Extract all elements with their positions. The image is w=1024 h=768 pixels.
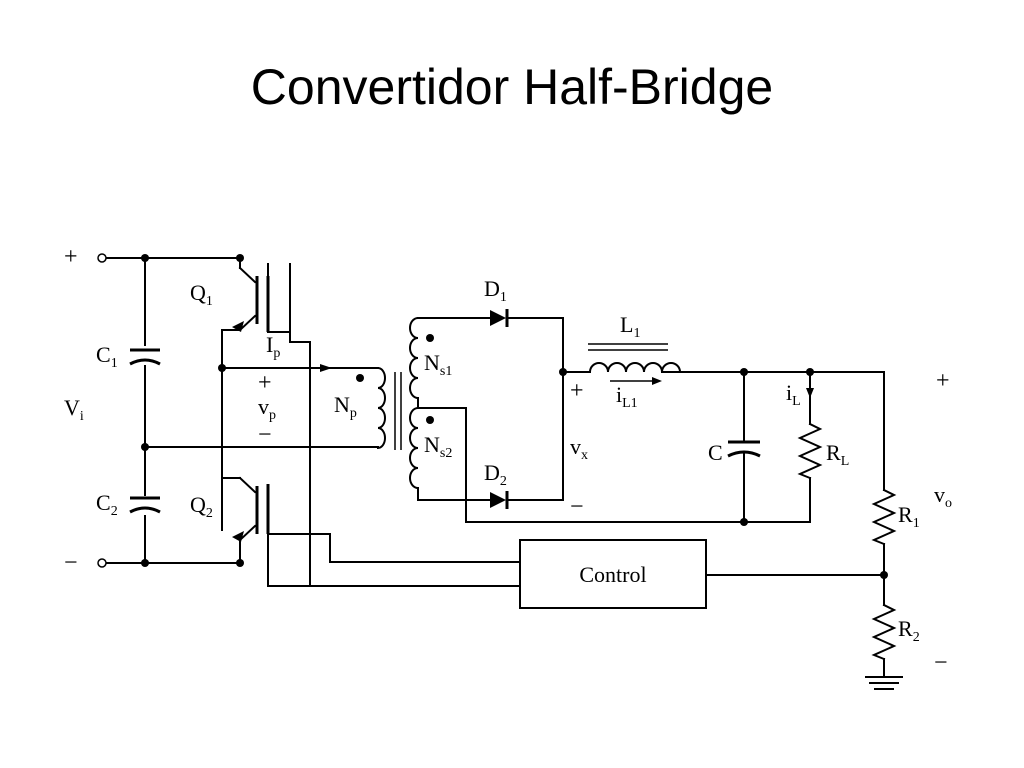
junction-dot xyxy=(218,364,226,372)
input-plus-label: + xyxy=(64,244,78,270)
np-label: Np xyxy=(334,392,357,421)
transistor-q1 xyxy=(232,263,291,333)
junction-dot xyxy=(740,518,748,526)
d2-label: D2 xyxy=(484,460,507,489)
transistor-q2 xyxy=(232,476,311,587)
rl-label: RL xyxy=(826,440,849,469)
polarity-dot xyxy=(356,374,364,382)
q1-label: Q1 xyxy=(190,280,213,309)
ground-symbol xyxy=(865,676,903,690)
ns2-label: Ns2 xyxy=(424,432,452,461)
junction-dot xyxy=(740,368,748,376)
vp-plus-label: + xyxy=(258,370,272,396)
polarity-dot xyxy=(426,334,434,342)
il1-label: iL1 xyxy=(616,382,638,411)
capacitor-c xyxy=(727,371,761,523)
control-label: Control xyxy=(579,562,646,587)
d1-label: D1 xyxy=(484,276,507,305)
r2-label: R2 xyxy=(898,616,920,645)
c-label: C xyxy=(708,440,723,465)
junction-dot xyxy=(141,443,149,451)
junction-dot xyxy=(141,559,149,567)
inductor-l1 xyxy=(588,343,885,374)
transformer-secondary xyxy=(409,316,811,523)
vx-minus-label: − xyxy=(570,494,584,520)
vp-label: vp xyxy=(258,394,276,423)
ns1-label: Ns1 xyxy=(424,350,452,379)
vo-minus-label: − xyxy=(934,650,948,676)
l1-label: L1 xyxy=(620,312,640,341)
vo-label: vo xyxy=(934,482,952,511)
input-minus-label: − xyxy=(64,550,78,576)
junction-dot xyxy=(141,254,149,262)
polarity-dot xyxy=(426,416,434,424)
transformer-primary xyxy=(376,366,386,450)
vi-label: Vi xyxy=(64,395,84,424)
c1-label: C1 xyxy=(96,342,118,371)
ip-label: Ip xyxy=(266,332,280,361)
c2-label: C2 xyxy=(96,490,118,519)
vo-plus-label: + xyxy=(936,368,950,394)
diode-d2 xyxy=(490,491,564,509)
capacitor-c2 xyxy=(129,496,161,514)
q2-label: Q2 xyxy=(190,492,213,521)
vp-minus-label: − xyxy=(258,422,272,448)
gate-drive-wiring xyxy=(267,331,521,587)
junction-dot xyxy=(236,254,244,262)
resistor-r2 xyxy=(871,603,897,676)
vx-plus-label: + xyxy=(570,378,584,404)
diode-d1 xyxy=(490,309,564,327)
input-plus-terminal xyxy=(97,253,107,263)
vx-label: vx xyxy=(570,434,588,463)
input-minus-terminal xyxy=(97,558,107,568)
junction-dot xyxy=(236,559,244,567)
r1-label: R1 xyxy=(898,502,920,531)
page-title: Convertidor Half-Bridge xyxy=(250,59,774,115)
junction-dot xyxy=(559,368,567,376)
il-label: iL xyxy=(786,380,801,409)
il-current-arrow xyxy=(806,388,814,398)
rectifier-output-wiring xyxy=(562,317,591,501)
control-block: Control xyxy=(519,539,707,609)
transformer-core xyxy=(394,372,402,450)
ip-current-arrow xyxy=(320,364,332,372)
capacitor-c1 xyxy=(129,348,161,366)
junction-dot xyxy=(806,368,814,376)
resistor-r1 xyxy=(871,371,897,606)
il1-current-arrow xyxy=(610,377,662,385)
